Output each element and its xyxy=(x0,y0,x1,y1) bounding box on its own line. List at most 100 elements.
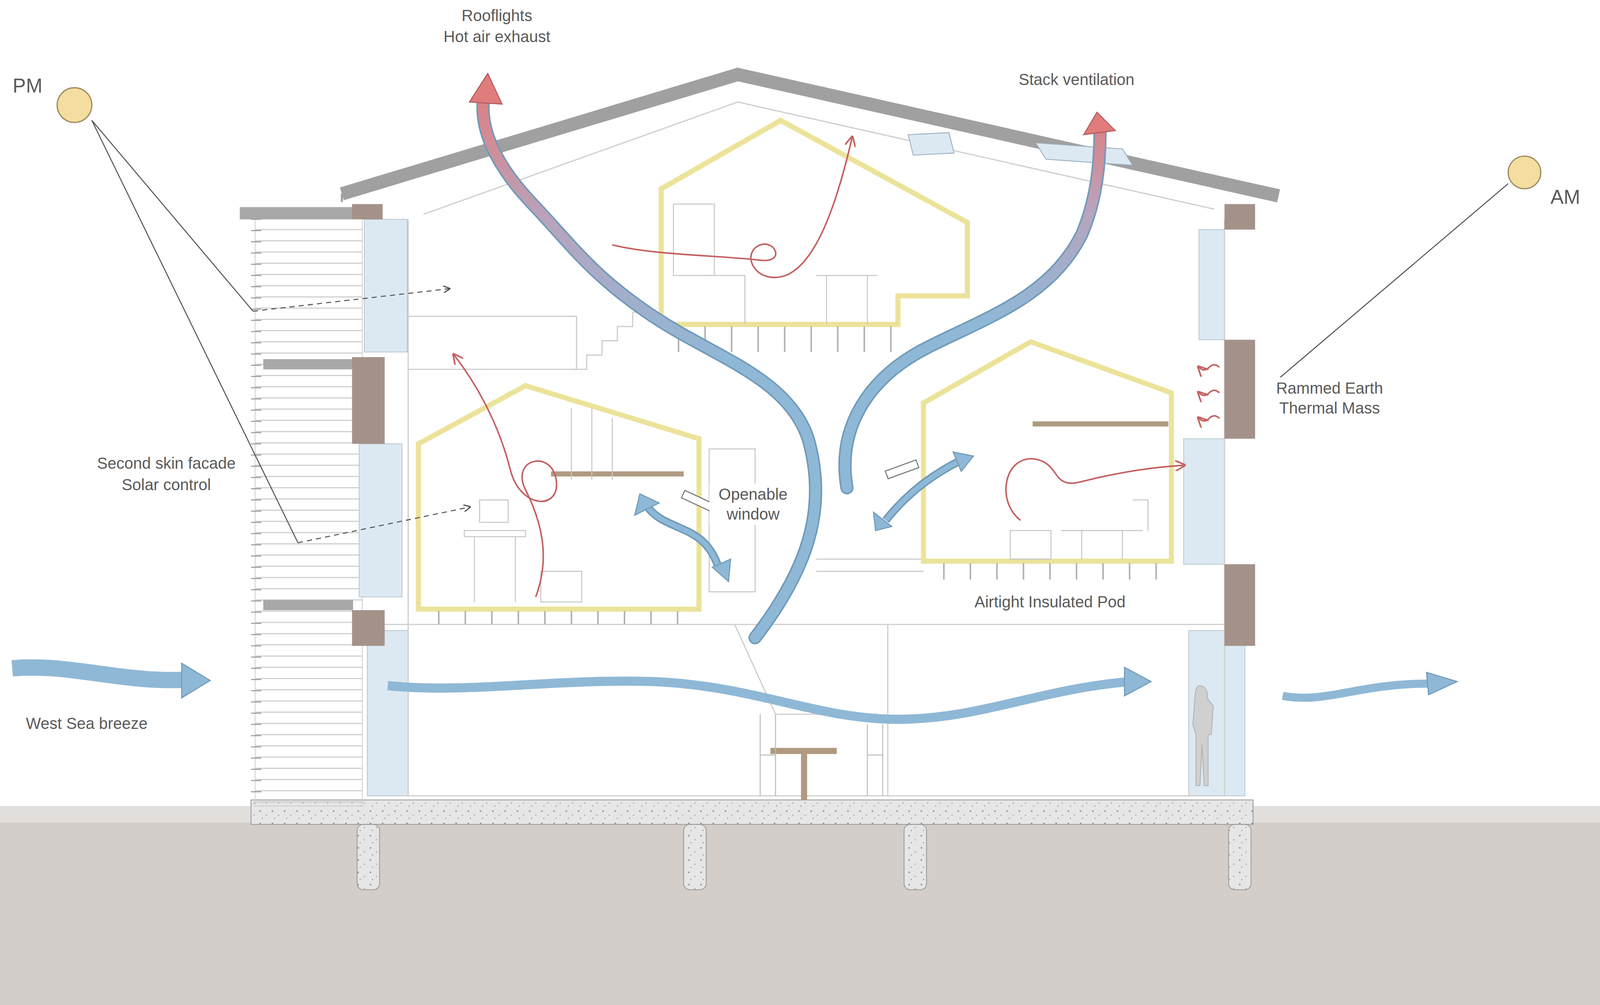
facade-ticks xyxy=(251,285,262,288)
facade-ticks xyxy=(251,678,262,681)
warm-air-swirl xyxy=(1198,364,1220,370)
sea-breeze xyxy=(1426,672,1458,696)
floor-joists xyxy=(730,326,733,352)
facade-ticks xyxy=(251,690,262,692)
floor-joists xyxy=(996,563,998,580)
facade-ticks xyxy=(251,600,262,602)
sea-breeze xyxy=(181,663,211,698)
window-airflow xyxy=(885,459,919,479)
window-airflow xyxy=(952,452,974,472)
floor-joists xyxy=(810,326,812,352)
pod-interior xyxy=(464,530,526,537)
facade-ticks xyxy=(251,409,262,411)
floor-joists xyxy=(863,326,866,352)
facade-ticks xyxy=(251,589,262,591)
stack-airflow xyxy=(469,73,503,105)
sun-rays xyxy=(91,120,1509,543)
facade-ticks xyxy=(251,364,262,366)
facade-ticks xyxy=(251,219,262,792)
time-label: AM xyxy=(1547,183,1583,211)
facade-ticks xyxy=(251,656,262,658)
floor-joists xyxy=(890,326,892,352)
floor-joists xyxy=(969,563,972,580)
facade-ticks xyxy=(251,308,262,310)
facade-ticks xyxy=(251,566,262,569)
furniture xyxy=(760,685,1214,800)
furniture xyxy=(801,753,808,800)
foundation xyxy=(683,824,707,890)
building-lines xyxy=(408,795,1225,797)
floor-joists xyxy=(597,611,599,625)
floor-joists xyxy=(1128,563,1131,580)
floor-joists xyxy=(1155,563,1158,580)
stack-airflow xyxy=(483,98,816,638)
facade-ticks xyxy=(251,735,262,737)
warm-air-swirl xyxy=(454,355,557,598)
facade-ticks xyxy=(251,622,262,625)
sun xyxy=(57,87,92,123)
building-lines xyxy=(816,558,924,560)
glazing xyxy=(1198,229,1225,340)
facade-ticks xyxy=(251,645,262,647)
sea-breeze xyxy=(387,681,1131,720)
sun-rays xyxy=(91,120,298,543)
furniture xyxy=(1192,685,1214,786)
facade-ticks xyxy=(251,432,262,434)
facade-ticks xyxy=(251,252,262,254)
callout-label: Solar control xyxy=(119,473,214,496)
building-lines xyxy=(816,570,924,572)
facade-ticks xyxy=(251,376,262,378)
pod-interior xyxy=(1132,500,1148,531)
facade-ticks xyxy=(251,667,262,669)
facade-ticks xyxy=(251,499,262,501)
foundation xyxy=(904,824,927,890)
warm-air-swirl xyxy=(454,137,1220,598)
pod-interior xyxy=(473,536,476,602)
facade-ticks xyxy=(251,319,262,321)
rammed-earth xyxy=(1224,564,1256,646)
pod-interior xyxy=(673,204,715,276)
warm-air-swirl xyxy=(612,137,853,278)
ground xyxy=(0,805,1600,1005)
sea-breeze xyxy=(12,663,1458,720)
insulated-pod xyxy=(923,341,1172,561)
floor-joists xyxy=(1022,563,1025,580)
facade-ticks xyxy=(251,757,262,759)
facade-ticks xyxy=(251,723,262,725)
foundation xyxy=(1228,824,1252,890)
window-airflow xyxy=(634,493,660,516)
foundation xyxy=(357,824,380,890)
second-skin-facade xyxy=(239,206,355,220)
window-airflow xyxy=(647,506,719,568)
pod-interior xyxy=(514,536,516,602)
building-lines xyxy=(384,623,1225,625)
floor-joists xyxy=(623,611,626,625)
pod-interior xyxy=(1032,421,1169,427)
warm-air-swirl xyxy=(1198,390,1220,396)
sea-breeze xyxy=(1124,667,1152,696)
facade-ticks xyxy=(251,633,262,636)
stack-airflow xyxy=(844,130,1100,488)
facade-ticks xyxy=(251,465,262,468)
floor-joists xyxy=(544,611,546,625)
second-skin-facade xyxy=(263,599,354,611)
insulated-pod xyxy=(418,385,699,610)
foundation xyxy=(251,800,1254,890)
pod-interior xyxy=(1061,530,1144,560)
floor-joists xyxy=(1102,563,1104,580)
floor-joists xyxy=(1075,563,1078,580)
rammed-earth xyxy=(1224,339,1256,439)
callout-label: Stack ventilation xyxy=(1016,68,1137,91)
floor-joists xyxy=(570,611,573,625)
sun xyxy=(57,87,1541,189)
facade-ticks xyxy=(251,353,262,355)
sun-rays xyxy=(297,507,470,543)
glazing xyxy=(1188,630,1245,796)
glazing xyxy=(1183,438,1225,565)
floor-joists xyxy=(490,611,493,625)
foundation xyxy=(251,800,1254,825)
facade-ticks xyxy=(251,477,262,479)
